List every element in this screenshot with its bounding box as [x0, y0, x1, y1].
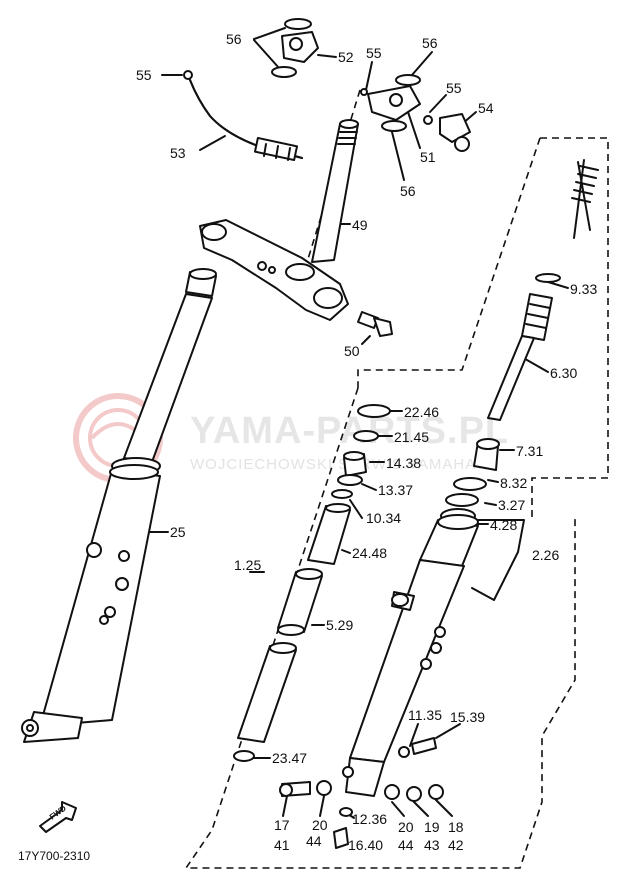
label-24-48: 24.48 — [352, 545, 387, 561]
part-under-bracket — [199, 219, 349, 321]
part-13-ring — [337, 474, 363, 486]
label-20-left: 20 — [312, 817, 328, 833]
label-19: 19 — [424, 819, 440, 835]
part-17-bolt — [279, 781, 311, 797]
label-9-33: 9.33 — [570, 281, 597, 297]
part-20b-washer — [384, 784, 400, 800]
label-52: 52 — [338, 49, 354, 65]
label-54: 54 — [478, 100, 494, 116]
label-55-mid: 55 — [366, 45, 382, 61]
label-4-28: 4.28 — [490, 517, 517, 533]
label-8-32: 8.32 — [500, 475, 527, 491]
fork-assembly-outline — [184, 387, 576, 869]
label-51: 51 — [420, 149, 436, 165]
part-7-piston — [473, 438, 500, 471]
part-14-valve — [343, 451, 367, 477]
label-56-top: 56 — [226, 31, 242, 47]
part-2-outer-tube — [342, 514, 479, 797]
part-19-washer — [406, 786, 422, 802]
label-56-right: 56 — [422, 35, 438, 51]
part-5-bushing — [277, 568, 323, 636]
forward-arrow-icon: FWD — [39, 801, 77, 833]
part-16-bolt — [333, 827, 349, 849]
label-55-right: 55 — [446, 80, 462, 96]
part-10-ring — [331, 489, 353, 499]
label-21-45: 21.45 — [394, 429, 429, 445]
label-23-47: 23.47 — [272, 750, 307, 766]
label-1-25: 1.25 — [234, 557, 261, 573]
part-55-oring — [183, 70, 193, 80]
label-50: 50 — [344, 343, 360, 359]
part-23-plug — [233, 750, 255, 762]
part-25-fork-assembly — [21, 268, 217, 743]
watermark-subtitle: WOJCIECHOWSKI SERWIS YAMAHA — [190, 456, 476, 473]
part-52-union — [271, 18, 319, 78]
part-50-bolt — [357, 311, 393, 337]
part-12-gasket — [339, 807, 353, 817]
label-16-40: 16.40 — [348, 837, 383, 853]
label-15-39: 15.39 — [450, 709, 485, 725]
part-3-washer — [445, 493, 479, 507]
label-13-37: 13.37 — [378, 482, 413, 498]
part-8-seal — [453, 477, 487, 491]
label-5-29: 5.29 — [326, 617, 353, 633]
diagram-code: 17Y700-2310 — [18, 849, 90, 863]
label-10-34: 10.34 — [366, 510, 401, 526]
label-18: 18 — [448, 819, 464, 835]
label-49: 49 — [352, 217, 368, 233]
label-53: 53 — [170, 145, 186, 161]
label-2-26: 2.26 — [532, 547, 559, 563]
label-22-46: 22.46 — [404, 404, 439, 420]
part-6-damper-rod — [487, 293, 553, 421]
part-18-nut — [428, 784, 444, 800]
label-7-31: 7.31 — [516, 443, 543, 459]
part-51-union — [360, 74, 433, 132]
label-44-left: 44 — [306, 833, 322, 849]
part-labels: 56 52 55 55 56 55 54 53 51 56 49 9.33 50… — [136, 31, 597, 853]
part-21-clip — [353, 430, 379, 442]
label-42: 42 — [448, 837, 464, 853]
part-22-oil-seal — [357, 404, 391, 418]
label-12-36: 12.36 — [352, 811, 387, 827]
part-54-union-bolt — [439, 113, 471, 152]
label-17: 17 — [274, 817, 290, 833]
label-3-27: 3.27 — [498, 497, 525, 513]
watermark-title: YAMA-PARTS.PL — [190, 410, 509, 452]
part-9-spring — [535, 159, 599, 283]
label-6-30: 6.30 — [550, 365, 577, 381]
label-25: 25 — [170, 524, 186, 540]
label-11-35: 11.35 — [408, 707, 442, 723]
part-1-inner-tube — [237, 642, 297, 743]
label-55-left: 55 — [136, 67, 152, 83]
label-14-38: 14.38 — [386, 455, 421, 471]
part-20-washer — [316, 780, 332, 796]
label-56-lower: 56 — [400, 183, 416, 199]
part-15-bolt — [398, 737, 437, 758]
inner-tube-group-outline — [531, 137, 609, 518]
label-44-right: 44 — [398, 837, 414, 853]
part-49-steering-stem — [311, 119, 359, 263]
damper-group-outline-top — [357, 137, 541, 388]
label-41: 41 — [274, 837, 290, 853]
part-24-tube — [307, 503, 351, 565]
part-53-brake-hose — [189, 79, 303, 162]
label-43: 43 — [424, 837, 440, 853]
label-20-right: 20 — [398, 819, 414, 835]
